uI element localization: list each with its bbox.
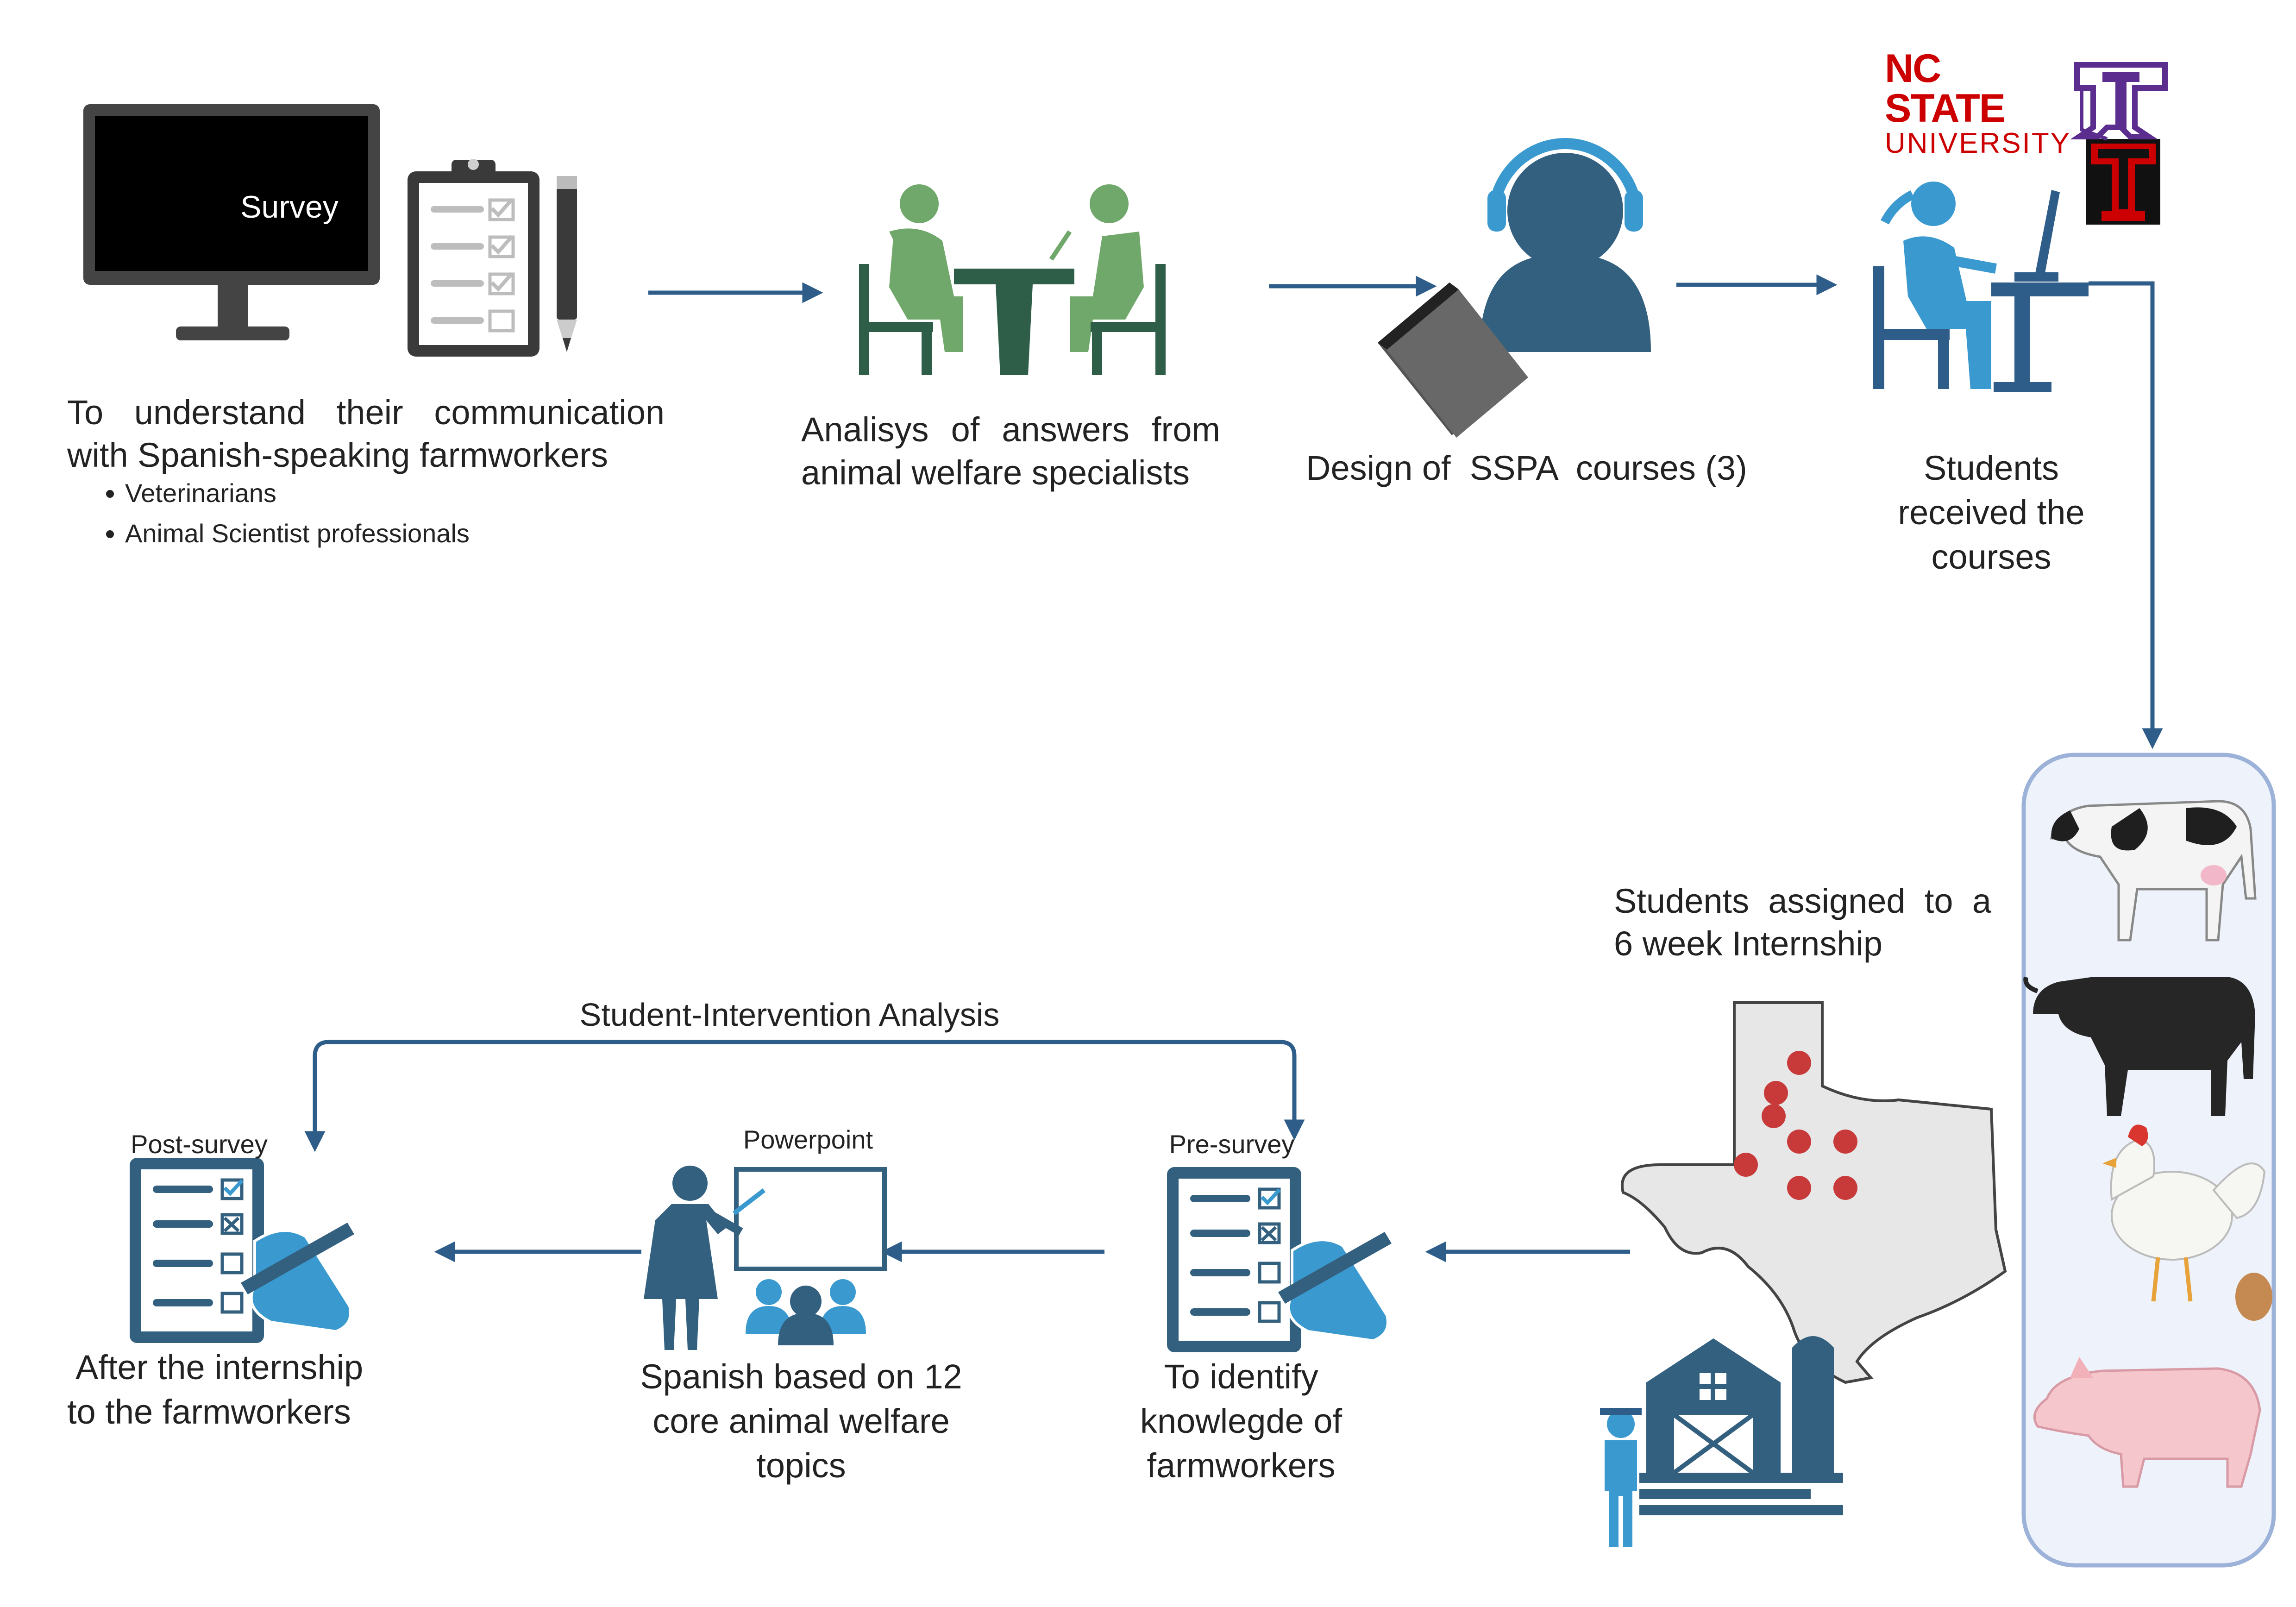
pre-survey-caption-line1: To identify: [1164, 1357, 1318, 1396]
powerpoint-label: Powerpoint: [743, 1125, 873, 1154]
powerpoint-caption-line2: core animal welfare: [652, 1402, 950, 1441]
internship-line2: 6 week Internship: [1614, 924, 1883, 963]
pre-survey-label: Pre-survey: [1169, 1130, 1295, 1159]
powerpoint-caption-line1: Spanish based on 12: [640, 1357, 962, 1396]
bull-icon: [2023, 976, 2255, 1116]
step4-text: Students received the courses: [1871, 446, 2112, 580]
texas-tech-logo: [2086, 139, 2160, 225]
tarleton-logo: [2070, 62, 2168, 141]
nc-state-logo: NC STATE UNIVERSITY: [1885, 46, 2071, 159]
nc-state-logo-line1: NC STATE: [1885, 46, 2006, 131]
texas-map: [1621, 1001, 2007, 1384]
powerpoint-caption: Spanish based on 12 core animal welfare …: [616, 1355, 986, 1488]
bullet-item: Veterinarians: [125, 473, 470, 514]
step1-line1: To understand their communication: [67, 393, 665, 432]
pre-survey-caption-line2: knowlegde of: [1140, 1402, 1342, 1441]
survey-screen-label: Survey: [240, 189, 339, 225]
powerpoint-caption-line3: topics: [756, 1446, 846, 1485]
internship-line1: Students assigned to a: [1614, 882, 1991, 920]
monitor-icon: [83, 104, 380, 340]
presenter-icon: [644, 1166, 887, 1350]
dairy-cow-icon: [2050, 800, 2257, 942]
loop-label: Student-Intervention Analysis: [580, 997, 1000, 1033]
post-survey-label: Post-survey: [131, 1130, 268, 1159]
step1-bullets: Veterinarians Animal Scientist professio…: [88, 473, 470, 554]
interview-icon: [859, 184, 1166, 375]
clipboard-icon: [408, 159, 539, 357]
post-survey-caption: After the internship to the farmworkers: [67, 1345, 419, 1434]
pre-survey-checklist-icon: [1167, 1167, 1301, 1352]
instructor-headset-icon: [1480, 138, 1651, 352]
step3-text: Design of SSPA courses (3): [1306, 449, 1747, 487]
internship-location-dots: [1734, 1051, 1857, 1200]
post-survey-hand-icon: [241, 1223, 354, 1333]
pre-survey-caption: To identify knowlegde of farmworkers: [1102, 1355, 1380, 1488]
nc-state-logo-line2: UNIVERSITY: [1885, 127, 2071, 159]
post-survey-caption-line1: After the internship: [75, 1348, 364, 1387]
chicken-icon: [2102, 1124, 2266, 1302]
bullet-item: Animal Scientist professionals: [125, 514, 470, 554]
farm-icon: [1600, 1336, 1843, 1547]
step4-line1: Students: [1923, 449, 2059, 487]
intervention-loop-arrows: [304, 1040, 1305, 1152]
student-computer-icon: [1873, 182, 2089, 392]
book-icon: [1378, 282, 1528, 438]
step2-line2: animal welfare specialists: [801, 453, 1190, 492]
pencil-icon: [557, 176, 577, 352]
pre-survey-hand-icon: [1278, 1232, 1392, 1343]
post-survey-checklist-icon: [130, 1158, 264, 1343]
arrow-step4-to-animals: [2089, 281, 2163, 749]
audience-icon: [746, 1279, 866, 1345]
post-survey-caption-line2: to the farmworkers: [67, 1393, 351, 1431]
step4-line2: received the: [1898, 493, 2085, 532]
step1-line2: with Spanish-speaking farmworkers: [67, 436, 609, 474]
pig-icon: [2033, 1357, 2261, 1488]
step4-line3: courses: [1931, 538, 2051, 577]
egg-icon: [2235, 1273, 2272, 1321]
step2-line1: Analisys of answers from: [801, 410, 1220, 449]
pre-survey-caption-line3: farmworkers: [1147, 1446, 1336, 1485]
